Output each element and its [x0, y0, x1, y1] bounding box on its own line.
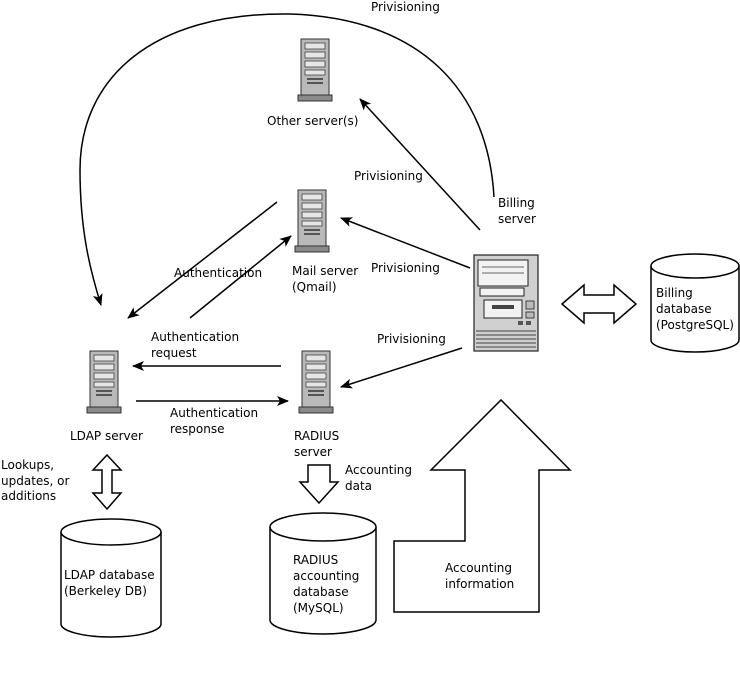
auth-request-up-arrow: [189, 235, 292, 319]
label-auth-request-1: Authentication: [151, 330, 239, 344]
label-billing-db-1: Billing: [656, 286, 693, 300]
ldap-double-arrow: [91, 453, 123, 511]
label-billing-server-1: Billing: [498, 196, 535, 210]
label-radius-db-4: (MySQL): [293, 601, 344, 615]
radius-server-icon: [298, 350, 334, 414]
label-auth-response-1: Authentication: [170, 406, 258, 420]
radius-database-icon: [269, 512, 377, 635]
label-accounting-info-2: information: [445, 577, 514, 591]
label-lookups-2: updates, or: [1, 474, 70, 488]
label-radius-server-2: server: [294, 445, 332, 459]
billing-database-icon: [650, 253, 740, 353]
label-lookups-3: additions: [1, 489, 56, 503]
authentication-arrow: [127, 201, 278, 319]
label-provisioning-other: Privisioning: [354, 169, 423, 183]
label-radius-db-2: accounting: [293, 569, 359, 583]
label-mail-server-2: (Qmail): [292, 280, 337, 294]
provisioning-mail-arrow: [340, 217, 471, 269]
billing-server-icon: [473, 254, 539, 352]
label-auth-response-2: response: [170, 422, 225, 436]
label-accounting-info-1: Accounting: [445, 561, 512, 575]
label-mail-server-1: Mail server: [292, 264, 358, 278]
provisioning-radius-arrow: [340, 347, 463, 389]
mail-server-icon: [294, 189, 330, 253]
label-other-servers: Other server(s): [267, 114, 359, 128]
label-billing-server-2: server: [498, 212, 536, 226]
accounting-data-arrow: [298, 464, 340, 505]
label-provisioning-radius: Privisioning: [377, 332, 446, 346]
label-authentication: Authentication: [174, 266, 262, 280]
label-accounting-data-2: data: [345, 479, 372, 493]
other-servers-icon: [297, 38, 333, 102]
label-provisioning-top: Privisioning: [371, 0, 440, 14]
ldap-database-icon: [60, 518, 162, 638]
label-auth-request-2: request: [151, 346, 197, 360]
label-ldap-db-2: (Berkeley DB): [64, 584, 147, 598]
provisioning-other-arrow: [359, 98, 481, 231]
provisioning-arc: [79, 13, 495, 306]
label-billing-db-3: (PostgreSQL): [656, 318, 734, 332]
label-accounting-data-1: Accounting: [345, 463, 412, 477]
label-radius-db-1: RADIUS: [293, 553, 338, 567]
label-provisioning-mail: Privisioning: [371, 261, 440, 275]
label-ldap-server: LDAP server: [70, 429, 143, 443]
billing-double-arrow: [560, 283, 638, 325]
accounting-info-arrow: [393, 398, 572, 613]
label-lookups-1: Lookups,: [1, 458, 54, 472]
ldap-server-icon: [86, 350, 122, 414]
label-billing-db-2: database: [656, 302, 712, 316]
label-ldap-db-1: LDAP database: [64, 568, 155, 582]
label-radius-db-3: database: [293, 585, 349, 599]
label-radius-server-1: RADIUS: [294, 429, 339, 443]
